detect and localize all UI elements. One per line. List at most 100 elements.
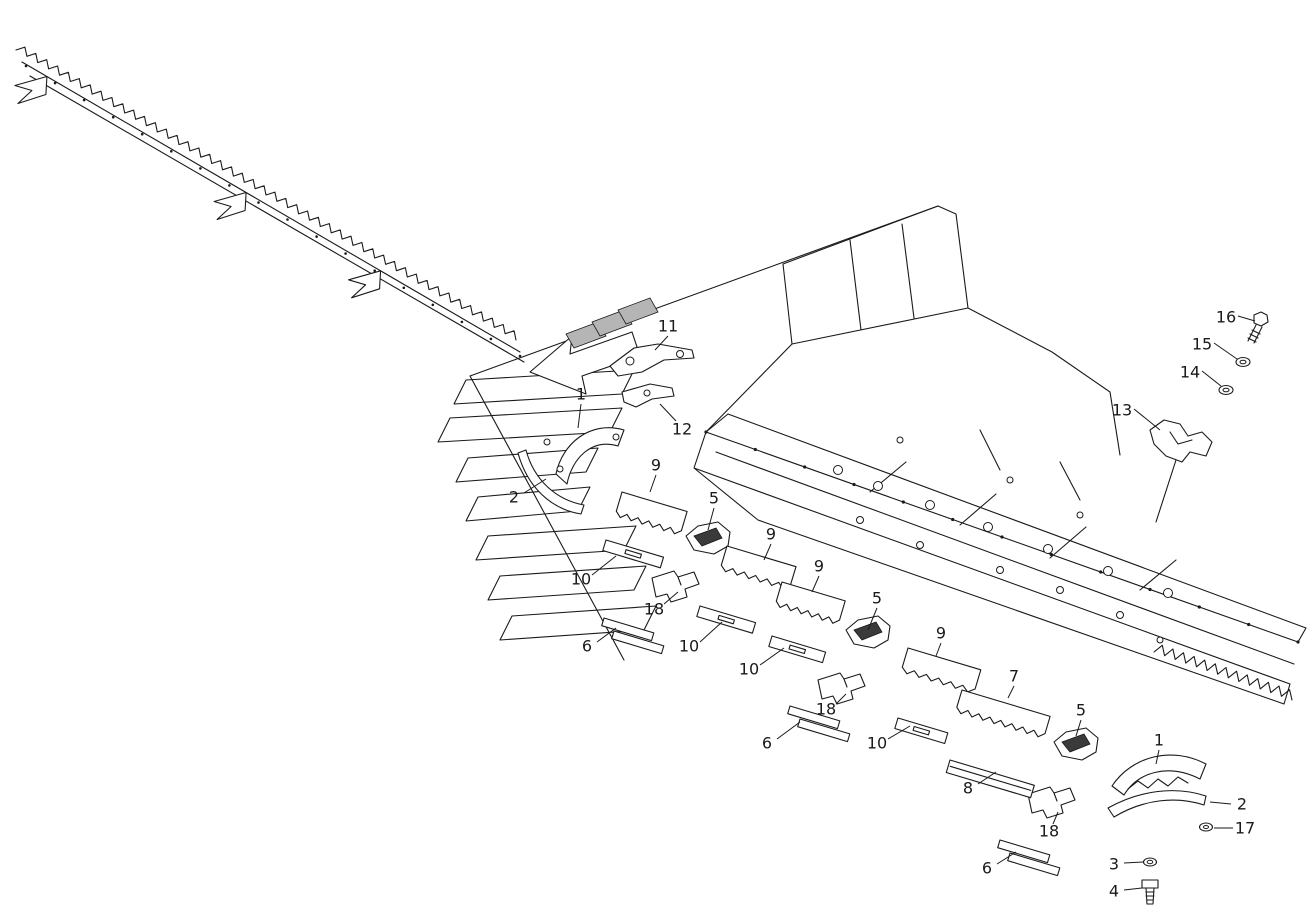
- frame-bolt-holes: [833, 436, 1173, 644]
- rivet-dot: [518, 354, 522, 358]
- callout-16: 16: [1216, 308, 1256, 327]
- rivet-dot: [344, 252, 347, 255]
- callout-10d: 10: [867, 725, 911, 753]
- guard-finger: [213, 191, 247, 221]
- rail-rivet: [1296, 640, 1300, 644]
- part-2-wear-strip: [1107, 790, 1207, 818]
- callout-6c: 6: [982, 851, 1017, 878]
- callout-9a: 9: [649, 456, 661, 493]
- part-14-washer: [1218, 384, 1234, 396]
- callout-10c: 10: [739, 647, 785, 679]
- svg-text:18: 18: [816, 700, 836, 719]
- part-10-clip-strip: [696, 605, 757, 634]
- rivet-dot: [431, 303, 435, 307]
- callout-8: 8: [963, 771, 997, 798]
- callout-10b: 10: [679, 621, 723, 656]
- callout-18c: 18: [1039, 811, 1059, 841]
- rail-rivet: [1099, 570, 1103, 574]
- part-6-plate: [1007, 852, 1061, 877]
- cutterbar-rail: [29, 75, 525, 363]
- part-1-wear-skid: [1111, 754, 1207, 796]
- sickle-serration: [15, 46, 517, 341]
- rivet-dot: [373, 269, 377, 273]
- cutterbar-rail: [21, 61, 521, 353]
- part-18-clip: [817, 672, 866, 705]
- callout-14: 14: [1180, 363, 1222, 387]
- callout-2b: 2: [1209, 795, 1247, 814]
- rivet-dot: [24, 64, 28, 68]
- svg-text:10: 10: [679, 637, 699, 656]
- rivet-dot: [315, 235, 318, 238]
- rail-rivet: [1247, 622, 1251, 627]
- part-1-wear-skid: [555, 427, 625, 485]
- clip-slot: [912, 725, 931, 736]
- callout-6b: 6: [762, 721, 801, 753]
- rivet-dot: [111, 115, 115, 119]
- rivet-dot: [489, 337, 493, 341]
- rivet-dot: [170, 150, 173, 153]
- clip-slot: [717, 614, 735, 625]
- part-12-bracket: [621, 383, 675, 408]
- svg-text:7: 7: [1009, 667, 1019, 686]
- parts-row: [517, 343, 1207, 877]
- callout-11: 11: [654, 317, 678, 351]
- rivet-dot: [199, 167, 202, 170]
- callout-12: 12: [659, 403, 692, 439]
- rail-rivet: [1049, 552, 1053, 557]
- callout-6a: 6: [582, 627, 617, 656]
- callout-5c: 5: [1075, 701, 1086, 737]
- rail-rivet: [1000, 535, 1004, 539]
- guard-finger: [348, 270, 382, 299]
- part-9-knife-section: [901, 647, 982, 693]
- part-6-plate: [797, 718, 851, 743]
- svg-text:11: 11: [658, 317, 678, 336]
- callout-18b: 18: [816, 693, 847, 719]
- part-11-bracket: [609, 343, 695, 377]
- rail-rivet: [951, 517, 955, 522]
- rail-rivet: [901, 500, 905, 504]
- hatch-chip: [617, 297, 659, 325]
- svg-text:6: 6: [982, 859, 992, 878]
- svg-text:5: 5: [709, 489, 719, 508]
- svg-text:12: 12: [672, 420, 692, 439]
- part-6-plate: [601, 617, 655, 642]
- rail-rivet: [852, 482, 856, 487]
- clip-slot: [624, 549, 642, 559]
- callout-9c: 9: [811, 557, 824, 593]
- rivet-dot: [140, 132, 144, 136]
- rivet-dot: [402, 286, 406, 290]
- svg-text:2: 2: [509, 488, 519, 507]
- svg-text:9: 9: [814, 557, 824, 576]
- svg-text:13: 13: [1112, 401, 1132, 420]
- generated-parts: [601, 491, 1061, 877]
- callout-2a: 2: [509, 478, 547, 507]
- rail-rivet: [803, 465, 807, 469]
- part-5-clamp: [685, 521, 731, 555]
- svg-text:6: 6: [762, 734, 772, 753]
- direction-arrow: [529, 297, 659, 395]
- rail-rivet: [1197, 605, 1201, 609]
- machine-frame: [693, 205, 1307, 705]
- svg-text:8: 8: [963, 779, 973, 798]
- fasteners: [1141, 311, 1269, 905]
- part-15-washer: [1235, 356, 1251, 368]
- rivet-dot: [286, 218, 289, 221]
- part-4-bolt: [1141, 879, 1159, 905]
- callout-1b: 1: [1154, 731, 1164, 765]
- callout-7: 7: [1007, 667, 1019, 699]
- part-13-bracket: [1149, 419, 1213, 523]
- callout-10a: 10: [571, 555, 617, 589]
- callout-5a: 5: [707, 489, 719, 531]
- part-2-wear-strip: [517, 438, 585, 515]
- callout-15: 15: [1192, 335, 1238, 360]
- rivet-dot: [53, 81, 57, 85]
- frame-serrated-edge: [1153, 644, 1293, 701]
- rivet-dot: [257, 201, 260, 204]
- part-10-clip-strip: [602, 539, 665, 569]
- callout-17: 17: [1214, 819, 1255, 838]
- svg-text:1: 1: [576, 385, 586, 404]
- part-16-bolt: [1247, 311, 1269, 344]
- part-6-plate: [611, 630, 665, 655]
